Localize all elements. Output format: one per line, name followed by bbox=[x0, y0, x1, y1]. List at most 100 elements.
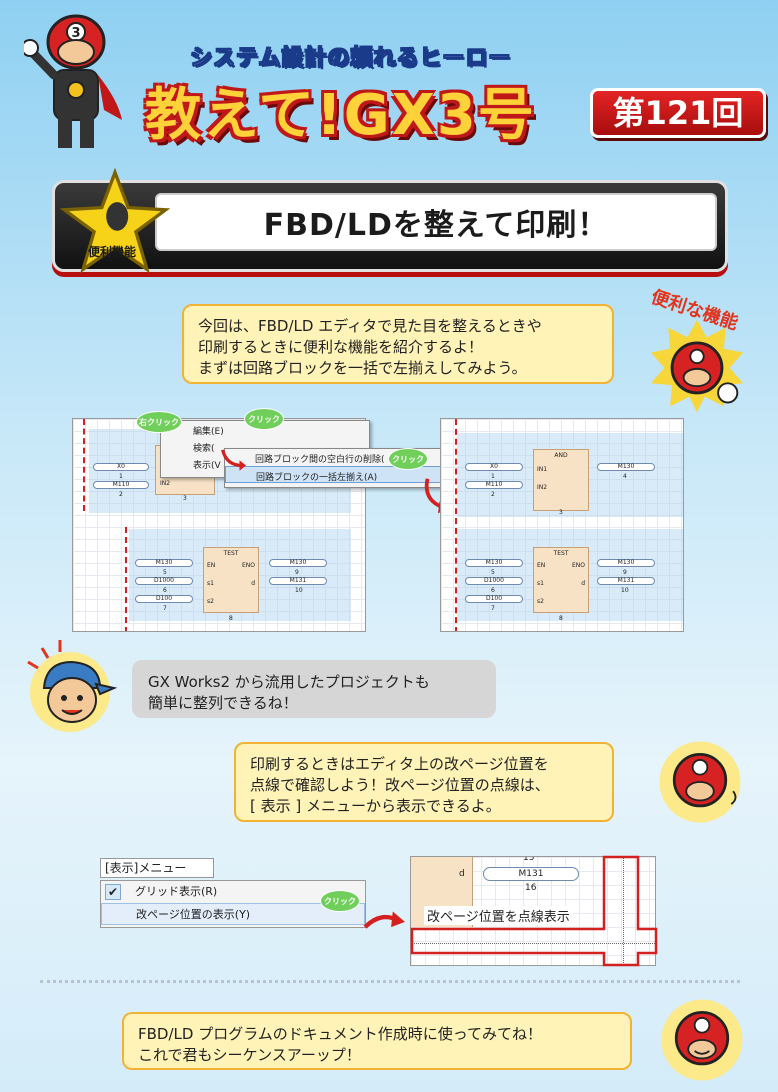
bubble-line: GX Works2 から流用したプロジェクトも bbox=[148, 673, 430, 691]
pin-d: d bbox=[251, 580, 255, 587]
step-number: 3 bbox=[559, 509, 563, 516]
page-break-dotted-line bbox=[623, 857, 624, 965]
editor-panel-after: AND IN1 IN2 X0 1 M110 2 3 M130 4 TEST EN… bbox=[440, 418, 684, 632]
menu-item-label: グリッド表示(R) bbox=[135, 885, 218, 898]
step-number: 6 bbox=[491, 587, 495, 594]
step-number: 6 bbox=[163, 587, 167, 594]
variable-box[interactable]: D1000 bbox=[135, 577, 193, 585]
pin-s2: s2 bbox=[537, 598, 544, 605]
menu-item-view[interactable]: 表示(V bbox=[193, 461, 221, 471]
mascot-badge-number: 3 bbox=[71, 26, 80, 41]
block-title: TEST bbox=[223, 550, 239, 557]
click-tag: クリック bbox=[244, 408, 284, 430]
pin-en: EN bbox=[537, 562, 546, 569]
mascot-face-icon bbox=[650, 319, 744, 413]
preview-number: 15 bbox=[523, 856, 535, 863]
step-number: 1 bbox=[119, 473, 123, 480]
bubble-line: まずは回路ブロックを一括で左揃えしてみよう。 bbox=[198, 359, 527, 377]
variable-box[interactable]: M130 bbox=[269, 559, 327, 567]
step-number: 8 bbox=[229, 615, 233, 622]
page-break-line bbox=[455, 419, 457, 631]
function-block-test[interactable]: TEST EN ENO s1 d s2 bbox=[203, 547, 259, 613]
pin-en: EN bbox=[207, 562, 216, 569]
variable-box[interactable]: M130 bbox=[597, 463, 655, 471]
right-click-tag: 右クリック bbox=[136, 411, 182, 433]
mascot-face-icon bbox=[659, 741, 741, 823]
speech-bubble-engineer: GX Works2 から流用したプロジェクトも 簡単に整列できるね！ bbox=[132, 660, 496, 718]
star-badge-icon bbox=[60, 168, 170, 274]
page-break-line bbox=[83, 419, 85, 511]
variable-box[interactable]: M110 bbox=[465, 481, 523, 489]
step-number: 10 bbox=[621, 587, 629, 594]
variable-box[interactable]: M130 bbox=[597, 559, 655, 567]
episode-badge: 第121回 bbox=[590, 88, 766, 138]
function-block-and[interactable]: AND IN1 IN2 bbox=[533, 449, 589, 511]
variable-box[interactable]: X0 bbox=[465, 463, 523, 471]
bubble-line: FBD/LD プログラムのドキュメント作成時に使ってみてね！ bbox=[138, 1025, 543, 1043]
function-block-test[interactable]: TEST EN ENO s1 d s2 bbox=[533, 547, 589, 613]
step-number: 7 bbox=[163, 605, 167, 612]
step-number: 9 bbox=[295, 569, 299, 576]
menu-item-label: 改ページ位置の表示(Y) bbox=[136, 908, 251, 921]
page-break-line bbox=[125, 527, 127, 631]
speech-bubble-closing: FBD/LD プログラムのドキュメント作成時に使ってみてね！ これで君もシーケン… bbox=[122, 1012, 632, 1070]
header-subtitle: システム設計の頼れるヒーロー bbox=[189, 46, 512, 72]
pin-s1: s1 bbox=[207, 580, 214, 587]
step-number: 1 bbox=[491, 473, 495, 480]
view-menu-title: [表示]メニュー bbox=[100, 858, 214, 878]
step-number: 4 bbox=[623, 473, 627, 480]
step-number: 5 bbox=[163, 569, 167, 576]
variable-box[interactable]: D100 bbox=[135, 595, 193, 603]
page-break-dotted-line bbox=[411, 943, 655, 944]
variable-box[interactable]: M131 bbox=[269, 577, 327, 585]
pin-in2: IN2 bbox=[160, 480, 171, 487]
bubble-line: 点線で確認しよう！改ページ位置の点線は、 bbox=[250, 776, 550, 794]
page-break-label: 改ページ位置を点線表示 bbox=[424, 906, 573, 925]
engineer-avatar-icon bbox=[27, 640, 118, 732]
speech-bubble-print: 印刷するときはエディタ上の改ページ位置を 点線で確認しよう！改ページ位置の点線は… bbox=[234, 742, 614, 822]
step-number: 9 bbox=[623, 569, 627, 576]
arrow-icon bbox=[363, 911, 405, 929]
block-title: TEST bbox=[553, 550, 569, 557]
menu-item-grid[interactable]: ✔ グリッド表示(R) bbox=[101, 881, 365, 903]
step-number: 2 bbox=[119, 491, 123, 498]
pin-in2: IN2 bbox=[537, 484, 548, 491]
bubble-line: 印刷するときに便利な機能を紹介するよ！ bbox=[198, 338, 484, 356]
header-title: 教えて!GX3号 bbox=[145, 83, 536, 148]
bubble-line: 今回は、FBD/LD エディタで見た目を整えるときや bbox=[198, 317, 542, 335]
arrow-icon bbox=[221, 449, 246, 471]
preview-pin: d bbox=[459, 869, 465, 879]
menu-item-page-break[interactable]: 改ページ位置の表示(Y) bbox=[101, 903, 365, 925]
pin-eno: ENO bbox=[241, 562, 255, 569]
variable-box[interactable]: M130 bbox=[135, 559, 193, 567]
menu-item-delete-blank-rows[interactable]: 回路ブロック間の空白行の削除( bbox=[255, 455, 385, 465]
pin-eno: ENO bbox=[571, 562, 585, 569]
highlight-frame bbox=[410, 855, 658, 967]
mascot-face-icon bbox=[661, 999, 743, 1081]
preview-variable[interactable]: M131 bbox=[483, 867, 579, 881]
variable-box[interactable]: X0 bbox=[93, 463, 149, 471]
menu-item-edit[interactable]: 編集(E) bbox=[193, 427, 224, 437]
bubble-line: これで君もシーケンスアーップ！ bbox=[138, 1046, 361, 1064]
step-number: 5 bbox=[491, 569, 495, 576]
hero-mascot-icon: 3 bbox=[24, 14, 122, 148]
menu-item-search[interactable]: 検索( bbox=[193, 444, 215, 454]
pin-d: d bbox=[581, 580, 585, 587]
banner-badge-label: 便利機能 bbox=[88, 245, 137, 259]
step-number: 10 bbox=[295, 587, 303, 594]
pin-s1: s1 bbox=[537, 580, 544, 587]
variable-box[interactable]: D100 bbox=[465, 595, 523, 603]
pin-in1: IN1 bbox=[537, 466, 548, 473]
variable-box[interactable]: M130 bbox=[465, 559, 523, 567]
click-tag: クリック bbox=[320, 890, 360, 912]
step-number: 3 bbox=[183, 495, 187, 502]
section-heading: FBD/LDを整えて印刷！ bbox=[155, 193, 717, 251]
variable-box[interactable]: M110 bbox=[93, 481, 149, 489]
check-icon: ✔ bbox=[105, 884, 121, 900]
block-title: AND bbox=[554, 452, 568, 459]
variable-box[interactable]: M131 bbox=[597, 577, 655, 585]
pin-s2: s2 bbox=[207, 598, 214, 605]
variable-box[interactable]: D1000 bbox=[465, 577, 523, 585]
bubble-line: 印刷するときはエディタ上の改ページ位置を bbox=[250, 755, 549, 773]
speech-bubble-intro: 今回は、FBD/LD エディタで見た目を整えるときや 印刷するときに便利な機能を… bbox=[182, 304, 614, 384]
